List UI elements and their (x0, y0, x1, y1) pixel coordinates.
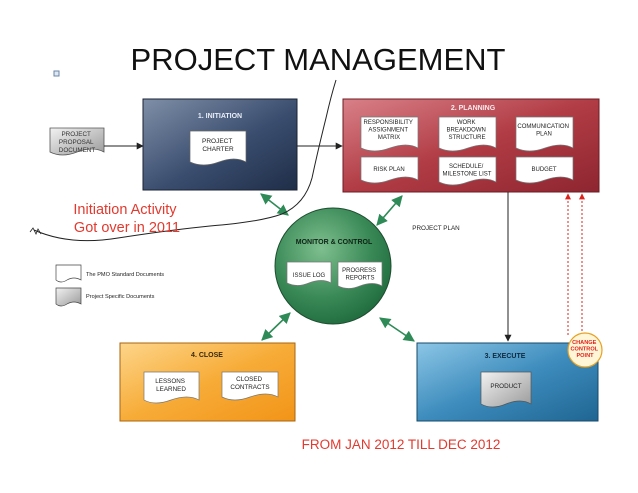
legend-specific-label: Project Specific Documents (86, 294, 155, 300)
planning-box: 2. PLANNING RESPONSIBILITY ASSIGNMENT MA… (342, 98, 600, 193)
svg-text:PROJECT CHARTER: PROJECT CHARTER (202, 138, 234, 153)
budget-label: BUDGET (531, 167, 556, 173)
wbs-line-3: STRUCTURE (449, 135, 486, 141)
progress-line-1: PROGRESS (342, 268, 376, 274)
annotation-line-2: Got over in 2011 (74, 220, 180, 236)
risk-plan-label: RISK PLAN (373, 167, 404, 173)
handwritten-strike-line (33, 79, 337, 242)
ram-line-2: ASSIGNMENT (368, 128, 408, 134)
lessons-line-2: LEARNED (156, 386, 186, 393)
ram-line-1: RESPONSIBILITY (364, 120, 413, 126)
wbs-line-1: WORK (457, 120, 476, 126)
change-control-point: CHANGE CONTROL POINT (567, 332, 603, 368)
proposal-line-3: DOCUMENT (59, 147, 96, 154)
svg-text:CHANGE CONTROL POI: CHANGE CONTROL POINT (570, 340, 599, 359)
svg-text:RESPONSIBILITY ASSIGNMEN: RESPONSIBILITY ASSIGNMENT MATRIX (364, 120, 415, 141)
initiation-box: 1. INITIATION PROJECT CHARTER (142, 98, 298, 191)
svg-text:PROJECT PROPOSAL D: PROJECT PROPOSAL DOCUMENT (59, 131, 96, 154)
close-label: 4. CLOSE (191, 352, 223, 359)
monitor-close-arrow (261, 312, 291, 341)
planning-label: 2. PLANNING (451, 105, 496, 112)
progress-line-2: REPORTS (346, 276, 375, 282)
svg-text:WORK BREAKDOWN STR: WORK BREAKDOWN STRUCTURE (446, 120, 487, 141)
monitor-planning-arrow (376, 195, 403, 226)
proposal-line-2: PROPOSAL (59, 139, 94, 146)
initiation-label: 1. INITIATION (198, 113, 242, 120)
schedule-line-2: MILESTONE LIST (443, 172, 492, 178)
comm-plan-line-1: COMMUNICATION (517, 124, 569, 130)
proposal-line-1: PROJECT (61, 131, 91, 138)
execute-box: 3. EXECUTE PRODUCT (416, 342, 599, 422)
monitor-execute-arrow (379, 317, 415, 342)
product-label: PRODUCT (490, 383, 521, 390)
ccp-line-1: CHANGE (572, 340, 597, 346)
lessons-line-1: LESSONS (155, 378, 185, 385)
svg-text:CLOSED CONTRACTS: CLOSED CONTRACTS (230, 376, 269, 391)
svg-text:LESSONS LEARNED: LESSONS LEARNED (155, 378, 187, 393)
handle-marker (53, 70, 60, 77)
legend: The PMO Standard Documents Project Speci… (55, 264, 164, 307)
close-box: 4. CLOSE LESSONS LEARNED CLOSED CONTRACT… (119, 342, 296, 422)
svg-text:SCHEDULE/ MILESTONE LIST: SCHEDULE/ MILESTONE LIST (443, 164, 492, 178)
charter-line-2: CHARTER (202, 146, 234, 153)
legend-specific-swatch (55, 287, 82, 307)
closed-contracts-line-2: CONTRACTS (230, 384, 269, 391)
legend-standard-swatch (55, 264, 82, 283)
page-title: PROJECT MANAGEMENT (131, 42, 506, 77)
svg-text:PROGRESS REPORTS: PROGRESS REPORTS (342, 268, 378, 282)
legend-standard-label: The PMO Standard Documents (86, 272, 164, 278)
svg-text:Initiation Activity Got ov: Initiation Activity Got over in 2011 (73, 202, 180, 236)
wbs-line-2: BREAKDOWN (446, 128, 485, 134)
schedule-line-1: SCHEDULE/ (449, 164, 484, 170)
proposal-document: PROJECT PROPOSAL DOCUMENT (49, 127, 105, 156)
issue-log-label: ISSUE LOG (293, 273, 326, 279)
monitor-label: MONITOR & CONTROL (296, 239, 373, 246)
ccp-line-2: CONTROL (570, 347, 598, 353)
footer-dates: FROM JAN 2012 TILL DEC 2012 (302, 437, 501, 452)
ccp-line-3: POINT (576, 353, 594, 359)
monitor-control-circle: MONITOR & CONTROL ISSUE LOG PROGRESS REP… (274, 207, 392, 325)
charter-line-1: PROJECT (202, 138, 232, 145)
closed-contracts-line-1: CLOSED (236, 376, 262, 383)
execute-label: 3. EXECUTE (485, 353, 526, 360)
svg-text:COMMUNICATION PLAN: COMMUNICATION PLAN (517, 124, 570, 138)
annotation-line-1: Initiation Activity (73, 202, 177, 218)
handwritten-scribble (29, 227, 42, 235)
project-plan-label: PROJECT PLAN (412, 225, 460, 232)
comm-plan-line-2: PLAN (536, 132, 552, 138)
monitor-initiation-arrow (260, 193, 289, 216)
ram-line-3: MATRIX (378, 135, 400, 141)
